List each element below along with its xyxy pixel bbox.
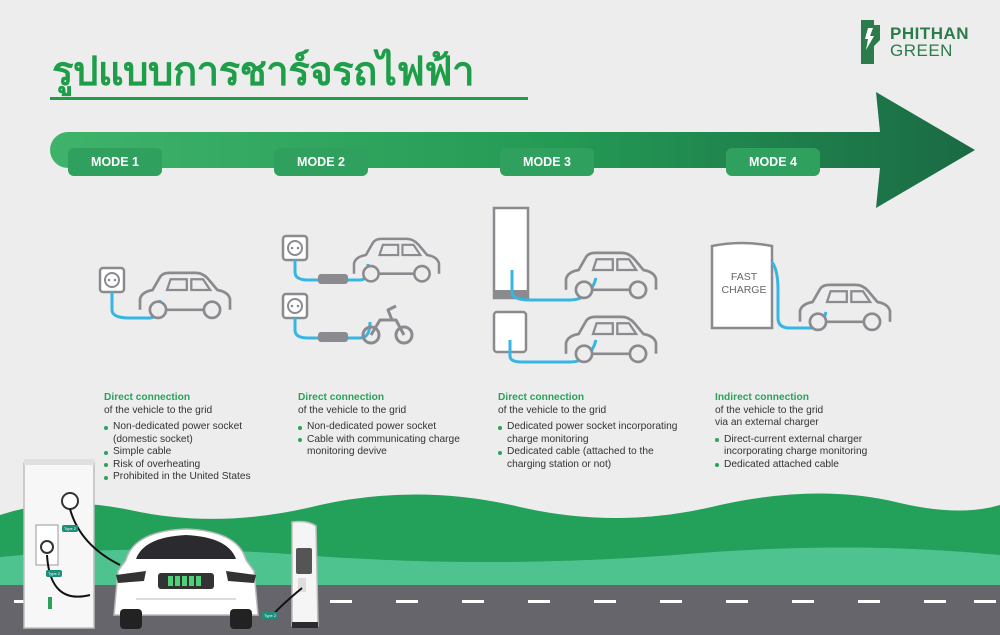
- list-item: Dedicated attached cable: [715, 459, 905, 472]
- mode-3-sub: of the vehicle to the grid: [498, 404, 607, 416]
- fast-charge-line2: CHARGE: [721, 284, 767, 296]
- mode-4-description: Indirect connection of the vehicle to th…: [715, 392, 905, 471]
- mode-2-description: Direct connection of the vehicle to the …: [298, 392, 478, 459]
- brand-logo: PHITHAN GREEN: [858, 18, 978, 66]
- brand-name: PHITHAN GREEN: [890, 25, 969, 59]
- title-underline: [50, 97, 528, 100]
- mode-3-description: Direct connection of the vehicle to the …: [498, 392, 678, 471]
- list-item: Non-dedicated power socket: [298, 421, 478, 434]
- brand-line1: PHITHAN: [890, 24, 970, 43]
- list-item: Simple cable: [104, 446, 274, 459]
- fast-charge-line1: FAST: [730, 271, 758, 283]
- wall-charging-station: [23, 459, 121, 629]
- mode-3-head: Direct connection: [498, 392, 585, 403]
- station-tag-a: Type 2: [62, 525, 79, 532]
- brand-line2: GREEN: [890, 41, 953, 60]
- list-item: Direct-current external charger incorpor…: [715, 434, 905, 459]
- page-title: รูปแบบการชาร์จรถไฟฟ้า: [52, 50, 475, 94]
- fast-charge-label: FAST CHARGE: [716, 271, 772, 297]
- list-item: Prohibited in the United States: [104, 471, 274, 484]
- list-item: Non-dedicated power socket (domestic soc…: [104, 421, 274, 446]
- mode-2-sub: of the vehicle to the grid: [298, 404, 407, 416]
- dc-charging-post: [269, 520, 319, 628]
- mode-3-label: MODE 3: [500, 148, 594, 176]
- mode-2-bullets: Non-dedicated power socket Cable with co…: [298, 421, 478, 459]
- mode-4-sub1: of the vehicle to the grid: [715, 404, 824, 416]
- plug-bolt-icon: [861, 20, 880, 64]
- mode-4-bullets: Direct-current external charger incorpor…: [715, 434, 905, 472]
- mode-1-socket-icon: [98, 266, 126, 294]
- electric-car-front: [113, 528, 259, 629]
- mode-1-sub: of the vehicle to the grid: [104, 404, 213, 416]
- station-tag-b: Type 2: [46, 570, 63, 577]
- mode-2-car-icon: [352, 237, 441, 283]
- mode-1-label: MODE 1: [68, 148, 162, 176]
- mode-4-sub2: via an external charger: [715, 417, 819, 428]
- mode-4-fast-charger-icon: [710, 241, 774, 330]
- charging-illustrations: [98, 206, 892, 364]
- mode-2-label: MODE 2: [274, 148, 368, 176]
- mode-3-car-icon: [564, 251, 658, 300]
- list-item: Dedicated cable (attached to the chargin…: [498, 446, 678, 471]
- list-item: Cable with communicating charge monitori…: [298, 434, 478, 459]
- mode-1-bullets: Non-dedicated power socket (domestic soc…: [104, 421, 274, 484]
- station-tag-c: Type 2: [262, 612, 279, 619]
- mode-3-bullets: Dedicated power socket incorporating cha…: [498, 421, 678, 471]
- mode-1-head: Direct connection: [104, 392, 191, 403]
- list-item: Risk of overheating: [104, 459, 274, 472]
- mode-3-car-icon-2: [564, 315, 658, 364]
- mode-2-head: Direct connection: [298, 392, 385, 403]
- mode-4-car-icon: [798, 283, 892, 332]
- mode-2-socket-icon-2: [281, 292, 309, 320]
- mode-4-head: Indirect connection: [715, 392, 809, 403]
- mode-2-motorbike-icon: [361, 304, 414, 345]
- mode-1-car-icon: [138, 271, 232, 320]
- mode-1-description: Direct connection of the vehicle to the …: [104, 392, 274, 484]
- list-item: Dedicated power socket incorporating cha…: [498, 421, 678, 446]
- mode-2-socket-icon: [281, 234, 309, 262]
- mode-4-label: MODE 4: [726, 148, 820, 176]
